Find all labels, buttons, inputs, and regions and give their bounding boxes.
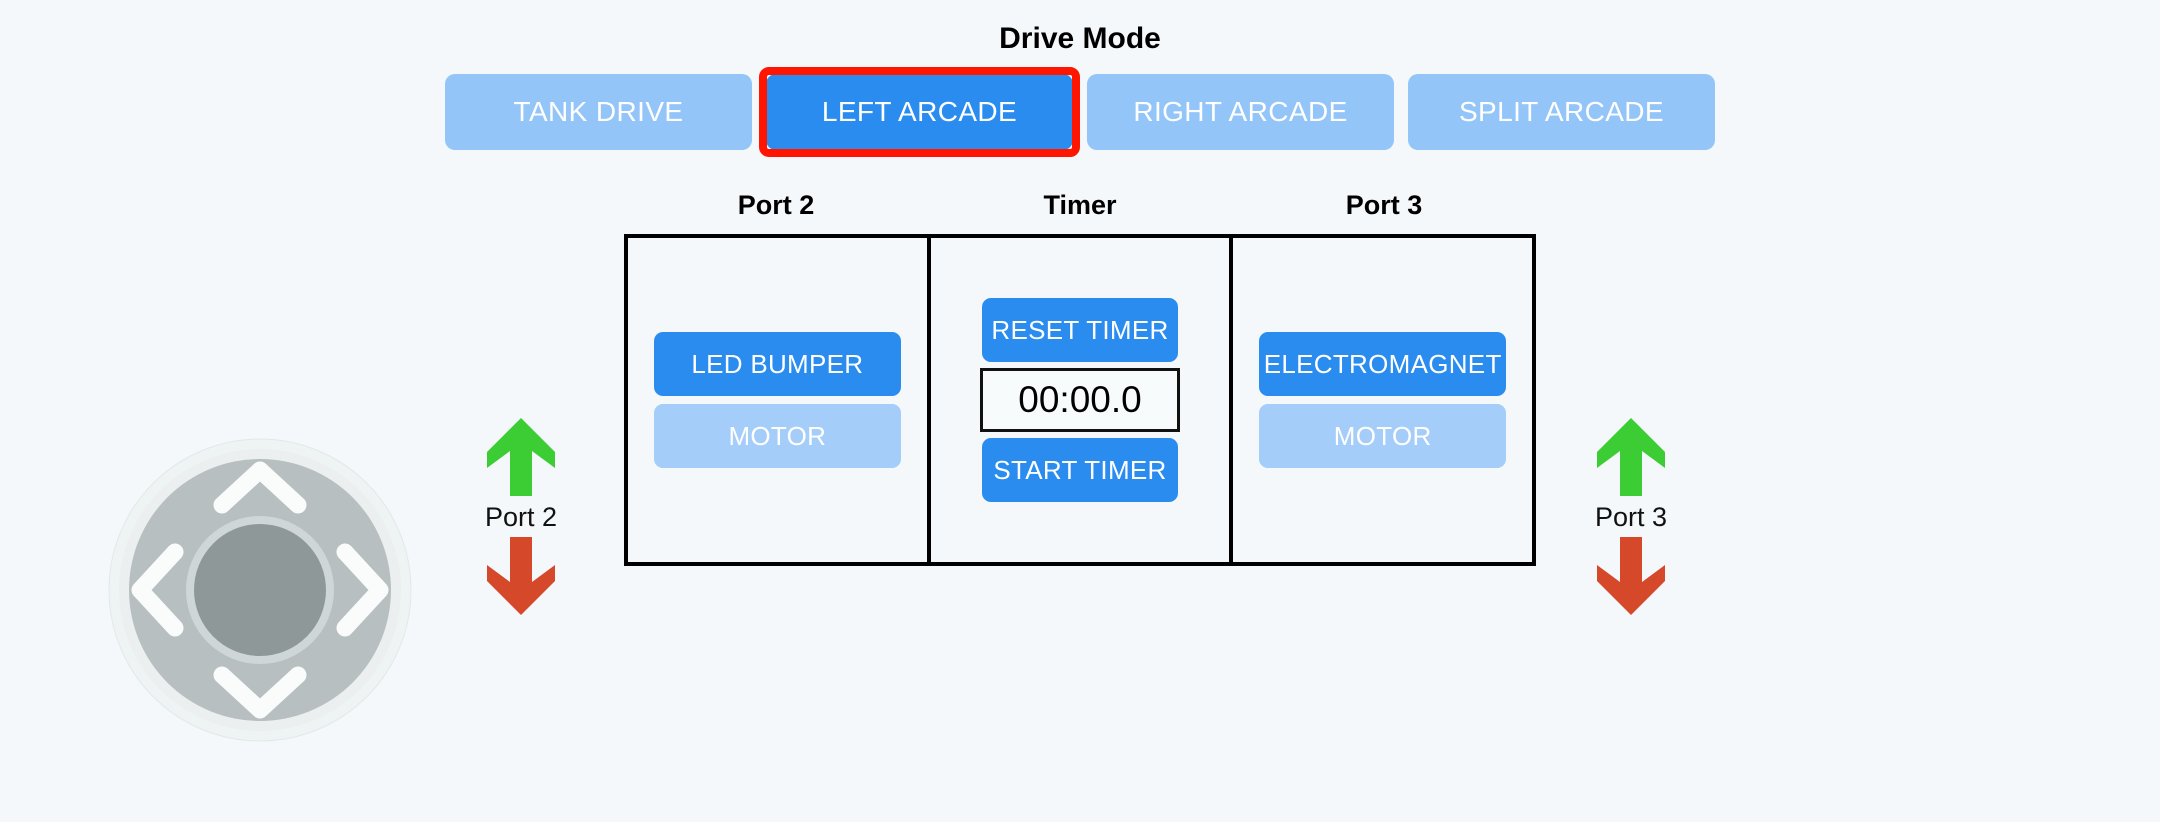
- start-timer-button[interactable]: START TIMER: [982, 438, 1178, 502]
- right-arcade-button[interactable]: RIGHT ARCADE: [1087, 74, 1394, 150]
- port3-column: ELECTROMAGNET MOTOR: [1229, 238, 1532, 562]
- column-header-timer: Timer: [1043, 190, 1117, 220]
- port3-button-stack: ELECTROMAGNET MOTOR: [1259, 332, 1507, 468]
- arrow-down-icon[interactable]: [1595, 535, 1667, 617]
- page-title: Drive Mode: [999, 22, 1161, 55]
- chevron-left-icon[interactable]: [131, 543, 184, 637]
- chevron-down-icon[interactable]: [213, 666, 307, 719]
- drive-mode-option-tank-drive[interactable]: TANK DRIVE: [445, 74, 752, 150]
- port3-motor-button[interactable]: MOTOR: [1259, 404, 1507, 468]
- port3-arrow-group: Port 3: [1556, 416, 1706, 617]
- drive-mode-selector: TANK DRIVE LEFT ARCADE RIGHT ARCADE SPLI…: [0, 67, 2160, 157]
- port2-motor-button[interactable]: MOTOR: [654, 404, 901, 468]
- left-arcade-button[interactable]: LEFT ARCADE: [766, 74, 1073, 150]
- arrow-up-icon[interactable]: [485, 416, 557, 498]
- panel-column-headers: Port 2 Timer Port 3: [624, 190, 1536, 221]
- port2-column: LED BUMPER MOTOR: [628, 238, 927, 562]
- split-arcade-button[interactable]: SPLIT ARCADE: [1408, 74, 1715, 150]
- column-header-port3: Port 3: [1345, 190, 1423, 220]
- control-panel: LED BUMPER MOTOR RESET TIMER 00:00.0 STA…: [624, 234, 1536, 566]
- dpad-joystick[interactable]: [108, 438, 412, 742]
- electromagnet-button[interactable]: ELECTROMAGNET: [1259, 332, 1507, 396]
- timer-stack: RESET TIMER 00:00.0 START TIMER: [957, 298, 1204, 502]
- drive-mode-option-split-arcade[interactable]: SPLIT ARCADE: [1408, 74, 1715, 150]
- port2-arrow-group: Port 2: [446, 416, 596, 617]
- chevron-right-icon[interactable]: [336, 543, 389, 637]
- column-header-port2: Port 2: [737, 190, 815, 220]
- timer-display: 00:00.0: [980, 368, 1180, 432]
- arrow-down-icon[interactable]: [485, 535, 557, 617]
- chevron-up-icon[interactable]: [213, 461, 307, 514]
- reset-timer-button[interactable]: RESET TIMER: [982, 298, 1178, 362]
- port2-label: Port 2: [484, 502, 558, 532]
- drive-mode-option-left-arcade[interactable]: LEFT ARCADE: [759, 67, 1080, 157]
- port3-label: Port 3: [1594, 502, 1668, 532]
- arrow-up-icon[interactable]: [1595, 416, 1667, 498]
- timer-column: RESET TIMER 00:00.0 START TIMER: [926, 238, 1230, 562]
- port2-button-stack: LED BUMPER MOTOR: [654, 332, 901, 468]
- tank-drive-button[interactable]: TANK DRIVE: [445, 74, 752, 150]
- drive-mode-option-right-arcade[interactable]: RIGHT ARCADE: [1087, 74, 1394, 150]
- led-bumper-button[interactable]: LED BUMPER: [654, 332, 901, 396]
- joystick-knob[interactable]: [194, 524, 326, 656]
